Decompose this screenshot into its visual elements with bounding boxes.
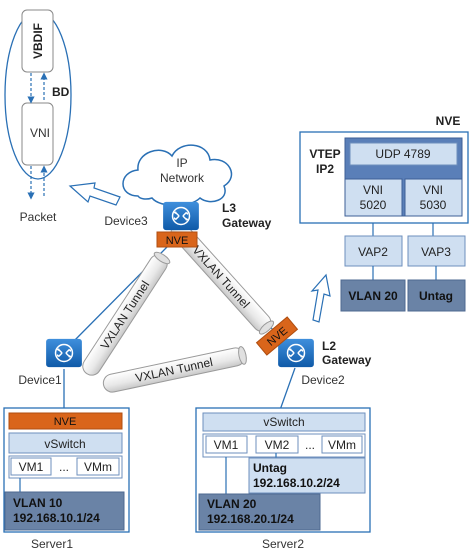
- device1-name: Device1: [18, 373, 62, 387]
- vap2-label: VAP2: [358, 245, 388, 259]
- vni-a-line2: 5020: [360, 198, 387, 212]
- server1-vlan-box: [4, 491, 125, 531]
- device3-router-icon[interactable]: [162, 201, 200, 231]
- link-d2-server2: [279, 367, 296, 411]
- device3-nve-box: [156, 231, 198, 248]
- vtep-line2: IP2: [316, 162, 334, 176]
- server2-vmm[interactable]: [321, 435, 363, 454]
- server1-vm1-label: VM1: [19, 460, 44, 474]
- server2-dots: ...: [305, 438, 315, 452]
- device2-role-line2: Gateway: [322, 353, 372, 367]
- ip-network-cloud: IP Network: [122, 144, 233, 207]
- server1-nve-label: NVE: [54, 416, 77, 428]
- server2-untag-subnet: 192.168.10.2/24: [253, 476, 340, 490]
- server2-vm1[interactable]: [205, 435, 248, 454]
- nve-detail-title: NVE: [436, 114, 461, 128]
- server2-vm1-label: VM1: [214, 438, 239, 452]
- device1-router-icon[interactable]: [45, 338, 83, 368]
- ip-network-line1: IP: [176, 156, 187, 170]
- server2-vm2-label: VM2: [265, 438, 290, 452]
- vap3-box: [407, 235, 466, 267]
- bd-label: BD: [52, 85, 70, 99]
- server1-name: Server1: [31, 537, 73, 551]
- server2-name: Server2: [262, 537, 304, 551]
- vni-box: [21, 102, 54, 166]
- server1-vlan: VLAN 10: [13, 496, 63, 510]
- bd-pointer-arrow: [68, 182, 121, 206]
- vni-b-line2: 5030: [420, 198, 447, 212]
- device2-role-line1: L2: [322, 339, 336, 353]
- server2-vlan-box: [198, 493, 321, 531]
- server2-untag: Untag: [253, 461, 287, 475]
- device3-role-line1: L3: [222, 201, 236, 215]
- device2-router-icon[interactable]: [277, 338, 315, 368]
- vni-a-line1: VNI: [363, 183, 383, 197]
- tunnel-left: VXLAN Tunnel: [82, 251, 171, 376]
- vlan20-label: VLAN 20: [348, 289, 398, 303]
- udp-box: [349, 142, 458, 166]
- server2-vswitch-box: [202, 412, 366, 432]
- server2: vSwitch VM1 VM2 ... VMm Untag 192.168.10…: [195, 407, 371, 551]
- server1-vswitch-label: vSwitch: [44, 437, 85, 451]
- server1-vswitch-box: [8, 432, 123, 454]
- server1-vmm-label: VMm: [84, 460, 112, 474]
- tunnel-bottom: VXLAN Tunnel: [102, 346, 247, 393]
- server1-vmm[interactable]: [76, 457, 120, 476]
- vtep-line1: VTEP: [309, 147, 340, 161]
- bd-diagram: VBDIF VNI BD Packet: [4, 9, 72, 224]
- device3-nve-label: NVE: [166, 235, 189, 247]
- untag-box: [407, 279, 466, 312]
- server1-vm1[interactable]: [10, 457, 52, 476]
- vni-5020-box: [344, 178, 403, 217]
- server1-subnet: 192.168.10.1/24: [13, 511, 100, 525]
- nve-pointer-arrow: [310, 273, 331, 323]
- server2-vmm-label: VMm: [328, 438, 356, 452]
- ip-network-line2: Network: [160, 171, 205, 185]
- server1-nve-box: [8, 412, 123, 430]
- vbdif-label: VBDIF: [31, 23, 45, 59]
- udp-label: UDP 4789: [375, 147, 430, 161]
- device2-name: Device2: [301, 373, 345, 387]
- vni-b-line1: VNI: [423, 183, 443, 197]
- server2-subnet: 192.168.20.1/24: [207, 512, 294, 526]
- nve-detail-panel: NVE VTEP IP2 UDP 4789 VNI 5020 VNI 5030 …: [299, 114, 469, 312]
- packet-label: Packet: [20, 210, 57, 224]
- server1: NVE vSwitch VM1 ... VMm VLAN 10 192.168.…: [3, 407, 130, 551]
- device3-name: Device3: [104, 214, 148, 228]
- vni-label: VNI: [30, 126, 50, 140]
- tunnel-bottom-label: VXLAN Tunnel: [134, 355, 214, 385]
- server2-vswitch-label: vSwitch: [263, 415, 304, 429]
- server1-dots: ...: [59, 460, 69, 474]
- vbdif-box: [21, 9, 54, 73]
- vni-5030-box: [404, 178, 463, 217]
- server2-vlan: VLAN 20: [207, 497, 257, 511]
- server2-untag-box: [248, 457, 366, 494]
- vlan20-box: [340, 279, 406, 312]
- vap3-label: VAP3: [421, 245, 451, 259]
- vap2-box: [344, 235, 403, 267]
- server2-vm2[interactable]: [255, 435, 299, 454]
- tunnel-right-label: VXLAN Tunnel: [189, 243, 252, 311]
- device3-role-line2: Gateway: [222, 216, 272, 230]
- untag-label: Untag: [419, 289, 453, 303]
